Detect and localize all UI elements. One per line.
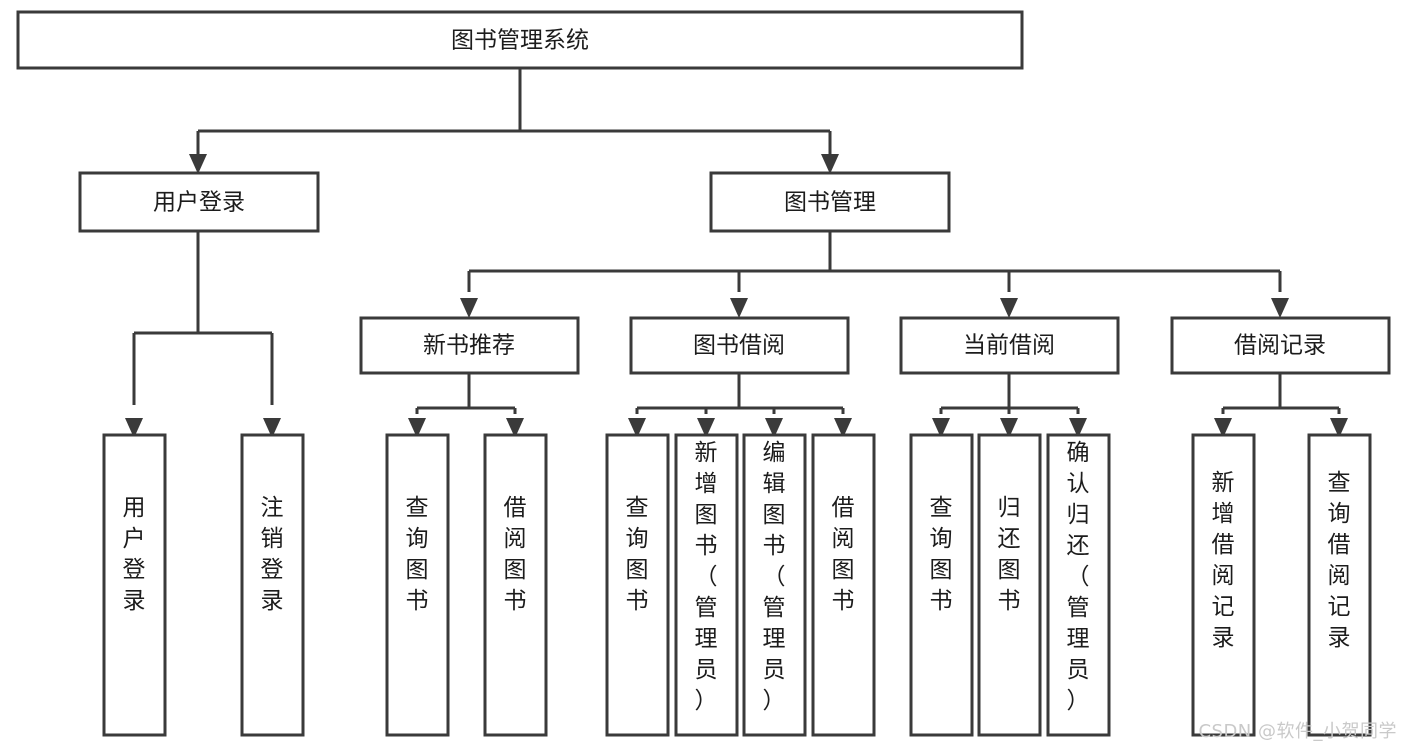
node-label-leaf-return-book: 归还图书 (998, 495, 1021, 614)
node-leaf-borrow-book-2[interactable]: 借阅图书 (811, 433, 876, 737)
node-label-leaf-query-book-1: 查询图书 (406, 495, 429, 614)
node-box-leaf-query-book-2[interactable] (605, 433, 670, 737)
node-box-current-borrow[interactable] (899, 316, 1120, 375)
node-leaf-add-book-admin[interactable]: 新增图书（管理员） (674, 433, 739, 737)
node-borrow-record[interactable]: 借阅记录 (1170, 316, 1391, 375)
node-leaf-borrow-book-1[interactable]: 借阅图书 (483, 433, 548, 737)
node-box-leaf-query-book-3[interactable] (909, 433, 974, 737)
node-label-leaf-user-login: 用户登录 (123, 495, 146, 614)
node-leaf-user-login[interactable]: 用户登录 (102, 433, 167, 737)
arrow-to-user-login (189, 154, 207, 174)
node-label-user-login: 用户登录 (153, 190, 245, 216)
node-book-management[interactable]: 图书管理 (709, 171, 951, 233)
node-leaf-query-book-2[interactable]: 查询图书 (605, 433, 670, 737)
node-box-leaf-borrow-book-2[interactable] (811, 433, 876, 737)
node-box-leaf-add-book-admin[interactable] (674, 433, 739, 737)
node-box-book-borrow[interactable] (629, 316, 850, 375)
node-label-leaf-edit-book-admin: 编辑图书（管理员） (763, 440, 786, 714)
arrow-to-new-book-recommend (460, 298, 478, 318)
node-leaf-add-borrow-record[interactable]: 新增借阅记录 (1191, 433, 1256, 737)
node-leaf-query-book-3[interactable]: 查询图书 (909, 433, 974, 737)
node-box-leaf-query-book-1[interactable] (385, 433, 450, 737)
node-label-root: 图书管理系统 (451, 28, 589, 54)
node-label-book-borrow: 图书借阅 (693, 333, 785, 359)
node-leaf-query-book-1[interactable]: 查询图书 (385, 433, 450, 737)
node-new-book-recommend[interactable]: 新书推荐 (359, 316, 580, 375)
node-label-leaf-add-book-admin: 新增图书（管理员） (695, 440, 718, 714)
connector-layer (125, 68, 1348, 438)
node-label-leaf-query-borrow-record: 查询借阅记录 (1328, 470, 1351, 651)
node-label-leaf-query-book-3: 查询图书 (930, 495, 953, 614)
node-leaf-query-borrow-record[interactable]: 查询借阅记录 (1307, 433, 1372, 737)
node-label-leaf-borrow-book-2: 借阅图书 (832, 495, 855, 614)
node-box-root[interactable] (16, 10, 1024, 70)
node-box-leaf-add-borrow-record[interactable] (1191, 433, 1256, 737)
node-box-leaf-return-book[interactable] (977, 433, 1042, 737)
arrow-to-current-borrow (1000, 298, 1018, 318)
node-current-borrow[interactable]: 当前借阅 (899, 316, 1120, 375)
arrow-to-borrow-record (1271, 298, 1289, 318)
node-root-book-management-system[interactable]: 图书管理系统 (16, 10, 1024, 70)
node-box-leaf-confirm-return-admin[interactable] (1046, 433, 1111, 737)
node-label-borrow-record: 借阅记录 (1234, 333, 1326, 359)
arrow-to-book-management (821, 154, 839, 174)
node-label-leaf-add-borrow-record: 新增借阅记录 (1212, 470, 1235, 651)
node-box-leaf-edit-book-admin[interactable] (742, 433, 807, 737)
node-user-login[interactable]: 用户登录 (78, 171, 320, 233)
node-leaf-edit-book-admin[interactable]: 编辑图书（管理员） (742, 433, 807, 737)
node-label-current-borrow: 当前借阅 (963, 333, 1055, 359)
node-label-leaf-confirm-return-admin: 确认归还（管理员） (1067, 440, 1090, 714)
node-label-leaf-query-book-2: 查询图书 (626, 495, 649, 614)
node-box-leaf-logout[interactable] (240, 433, 305, 737)
node-box-leaf-user-login[interactable] (102, 433, 167, 737)
node-label-leaf-borrow-book-1: 借阅图书 (504, 495, 527, 614)
node-book-borrow[interactable]: 图书借阅 (629, 316, 850, 375)
node-leaf-logout[interactable]: 注销登录 (240, 433, 305, 737)
node-label-book-management: 图书管理 (784, 190, 876, 216)
node-label-leaf-logout: 注销登录 (261, 495, 284, 614)
arrow-to-book-borrow (730, 298, 748, 318)
node-leaf-return-book[interactable]: 归还图书 (977, 433, 1042, 737)
node-leaf-confirm-return-admin[interactable]: 确认归还（管理员） (1046, 433, 1111, 737)
node-box-user-login[interactable] (78, 171, 320, 233)
node-label-new-book-recommend: 新书推荐 (423, 333, 515, 359)
node-box-book-management[interactable] (709, 171, 951, 233)
node-box-leaf-borrow-book-1[interactable] (483, 433, 548, 737)
node-box-new-book-recommend[interactable] (359, 316, 580, 375)
node-box-borrow-record[interactable] (1170, 316, 1391, 375)
node-box-leaf-query-borrow-record[interactable] (1307, 433, 1372, 737)
